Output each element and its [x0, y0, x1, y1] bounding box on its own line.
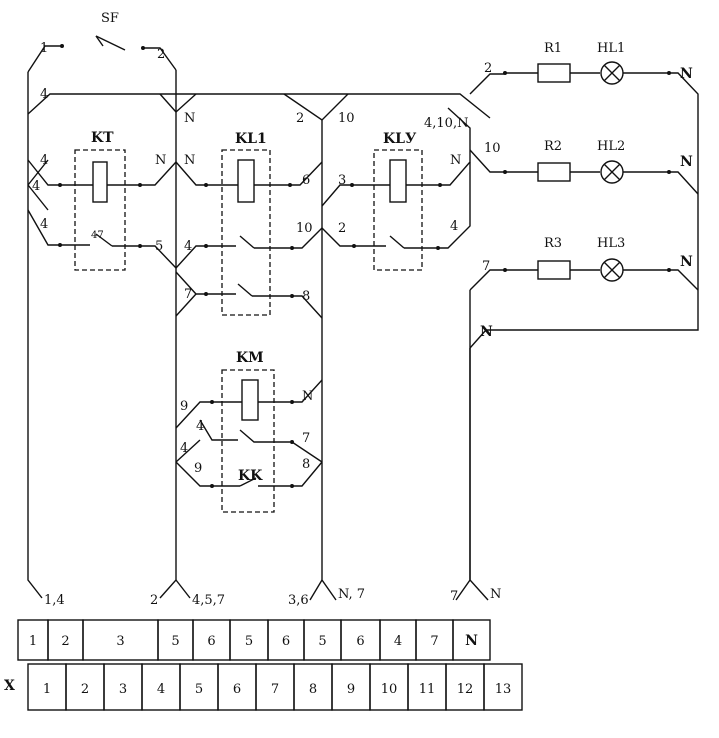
terminal-number: 11	[419, 682, 436, 697]
n-top-label: N	[184, 111, 195, 126]
sf-switch: 1 2 SF	[27, 11, 177, 73]
svg-text:3: 3	[338, 173, 346, 188]
w2-top-label: 2	[296, 111, 304, 126]
upper-cell	[452, 619, 491, 661]
svg-text:6: 6	[302, 173, 310, 188]
terminal-number: 5	[195, 682, 203, 697]
terminal-number: 4	[157, 682, 165, 697]
terminal-number: 7	[271, 682, 279, 697]
svg-text:47: 47	[91, 230, 104, 241]
sf-name: SF	[101, 11, 119, 26]
km-kk-group: KM KK 9 N 4 7 4 9 8	[175, 350, 323, 513]
upper-cell-label: 2	[61, 634, 69, 649]
svg-text:2: 2	[150, 593, 158, 608]
sf-left-label: 1	[40, 41, 48, 56]
svg-text:3,6: 3,6	[288, 593, 309, 608]
upper-cell-label: 1	[29, 634, 37, 649]
svg-text:4: 4	[184, 239, 192, 254]
upper-cell-label: 5	[245, 634, 253, 649]
svg-text:4: 4	[450, 219, 458, 234]
terminal-cell	[483, 663, 523, 711]
svg-text:4,5,7: 4,5,7	[192, 593, 225, 608]
svg-text:7: 7	[450, 589, 458, 604]
svg-text:1,4: 1,4	[44, 593, 65, 608]
terminal-number: 9	[347, 682, 355, 697]
svg-text:2: 2	[484, 61, 492, 76]
wire-4-label: 4	[40, 87, 48, 102]
svg-text:R3: R3	[544, 236, 562, 251]
svg-text:9: 9	[194, 461, 202, 476]
svg-text:N: N	[680, 254, 693, 270]
terminal-number: 2	[81, 682, 89, 697]
terminal-number: 3	[119, 682, 127, 697]
svg-text:10: 10	[296, 221, 313, 236]
terminal-number: 10	[381, 682, 398, 697]
resistor-r1	[537, 63, 571, 83]
upper-cell-label: 6	[356, 634, 364, 649]
kl1-relay: KL1 N 6 4 10 7 8	[175, 131, 323, 319]
svg-text:4: 4	[196, 419, 204, 434]
upper-cell-label: 4	[394, 634, 402, 649]
svg-text:5: 5	[155, 239, 163, 254]
kt-label: KT	[91, 130, 114, 146]
w10-top-label: 10	[338, 111, 355, 126]
svg-text:N: N	[490, 587, 501, 602]
left-rail	[27, 72, 43, 599]
svg-text:HL3: HL3	[597, 236, 625, 251]
upper-cell-label: 5	[318, 634, 326, 649]
svg-text:7: 7	[482, 259, 490, 274]
svg-text:7: 7	[184, 287, 192, 302]
svg-text:10: 10	[484, 141, 501, 156]
upper-cell-label: N	[465, 633, 478, 649]
svg-text:4: 4	[180, 441, 188, 456]
sf-right-label: 2	[157, 47, 165, 62]
terminal-number: 1	[43, 682, 51, 697]
svg-text:N: N	[184, 153, 195, 168]
svg-text:8: 8	[302, 457, 310, 472]
upper-cell-label: 7	[430, 634, 438, 649]
resistor-r2	[537, 162, 571, 182]
svg-text:R2: R2	[544, 139, 562, 154]
terminal-number: 6	[233, 682, 241, 697]
svg-text:N: N	[680, 66, 693, 82]
svg-text:9: 9	[180, 399, 188, 414]
svg-text:R1: R1	[544, 41, 562, 56]
svg-text:4: 4	[40, 217, 48, 232]
terminal-number: 12	[457, 682, 474, 697]
svg-text:N, 7: N, 7	[338, 587, 365, 602]
upper-cell-label: 3	[116, 634, 124, 649]
svg-text:8: 8	[302, 289, 310, 304]
svg-text:N: N	[302, 389, 313, 404]
km-label: KM	[236, 350, 264, 366]
terminal-number: 8	[309, 682, 317, 697]
svg-text:HL1: HL1	[597, 41, 625, 56]
terminal-label: X	[4, 678, 15, 694]
upper-cell-label: 6	[282, 634, 290, 649]
lamp-circuits: 2 R1 HL1 N 10 R2 HL2 N 7 R3 HL3 N	[455, 41, 699, 601]
svg-text:N: N	[450, 153, 461, 168]
upper-cell-label: 6	[207, 634, 215, 649]
kl1-label: KL1	[235, 131, 267, 147]
svg-text:HL2: HL2	[597, 139, 625, 154]
svg-text:N: N	[480, 324, 493, 340]
second-rail	[159, 70, 177, 599]
svg-text:4: 4	[32, 179, 40, 194]
svg-text:2: 2	[338, 221, 346, 236]
upper-connector-row: 1 2 3 5 6 5 6 5 6 4 7 N	[17, 619, 491, 661]
kly-label: KLУ	[383, 131, 417, 147]
svg-text:N: N	[155, 153, 166, 168]
resistor-r3	[537, 260, 571, 280]
kt-relay: KT 4 N 4 47 5 4	[27, 130, 177, 271]
kk-label: KK	[238, 468, 263, 484]
kly-relay: KLУ 3 N 2 4	[321, 107, 471, 271]
svg-text:4: 4	[40, 153, 48, 168]
w410n-label: 4,10,N	[424, 116, 468, 131]
svg-text:7: 7	[302, 431, 310, 446]
wire-4-top	[27, 93, 491, 119]
terminal-number: 13	[495, 682, 512, 697]
svg-text:N: N	[680, 154, 693, 170]
upper-cell-label: 5	[171, 634, 179, 649]
